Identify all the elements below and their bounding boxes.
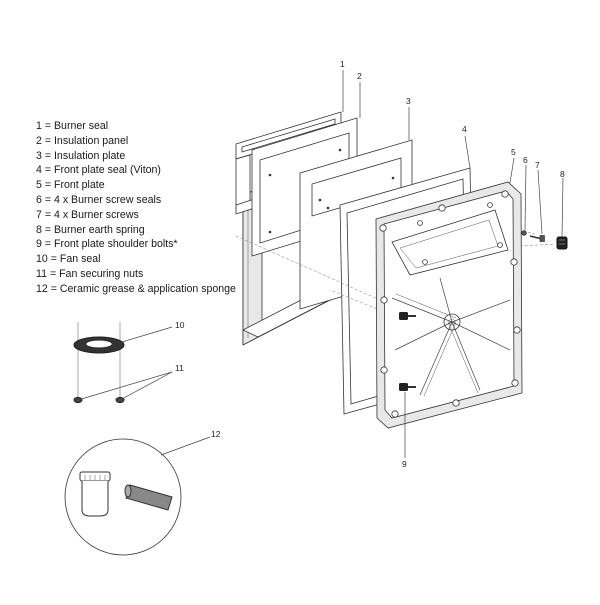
- legend-num: 7: [36, 208, 42, 221]
- legend-item: 12 = Ceramic grease & application sponge: [36, 282, 251, 297]
- legend-num: 9: [36, 238, 42, 251]
- parts-legend: 1 = Burner seal 2 = Insulation panel 3 =…: [36, 119, 251, 297]
- legend-num: 1: [36, 120, 42, 132]
- legend-item: 9 = Front plate shoulder bolts*: [36, 237, 251, 252]
- legend-text: Front plate seal (Viton): [53, 164, 161, 177]
- callout-10: 10: [175, 320, 185, 330]
- legend-item: 11 = Fan securing nuts: [36, 267, 251, 282]
- legend-item: 10 = Fan seal: [36, 252, 251, 267]
- callout-4: 4: [462, 124, 467, 134]
- callout-9: 9: [402, 459, 407, 469]
- legend-text: Burner earth spring: [53, 223, 145, 236]
- legend-num: 3: [36, 149, 42, 162]
- legend-text: Fan securing nuts: [59, 267, 144, 280]
- legend-sep: =: [47, 282, 60, 295]
- callout-12: 12: [211, 429, 221, 439]
- legend-num: 10: [36, 253, 48, 266]
- legend-text: Insulation plate: [53, 149, 126, 162]
- callout-5: 5: [511, 147, 516, 157]
- legend-item: 5 = Front plate: [36, 178, 251, 193]
- legend-sep: =: [47, 253, 60, 266]
- part-12-ceramic-grease-sponge: [64, 438, 182, 556]
- part-10-fan-seal: [73, 322, 125, 398]
- leader-lines: [77, 70, 564, 458]
- part-9-shoulder-bolts: [399, 312, 416, 391]
- legend-text: Fan seal: [59, 253, 101, 266]
- legend-num: 11: [36, 267, 47, 280]
- legend-item: 6 = 4 x Burner screw seals: [36, 193, 251, 208]
- callout-8: 8: [560, 169, 565, 179]
- legend-text: 4 x Burner screw seals: [53, 193, 162, 206]
- legend-text: Insulation panel: [53, 134, 129, 147]
- legend-text: Front plate shoulder bolts*: [53, 238, 178, 251]
- legend-sep: =: [41, 193, 54, 206]
- legend-text: Burner seal: [53, 120, 109, 132]
- callout-1: 1: [340, 59, 345, 69]
- part-11-fan-securing-nuts: [73, 396, 125, 404]
- legend-sep: =: [41, 149, 54, 162]
- legend-item: 2 = Insulation panel: [36, 134, 251, 149]
- legend-text: Ceramic grease & application sponge: [59, 282, 236, 295]
- legend-num: 2: [36, 134, 42, 147]
- callout-6: 6: [523, 155, 528, 165]
- legend-sep: =: [41, 223, 54, 236]
- legend-item: 1 = Burner seal: [36, 119, 251, 134]
- part-5-front-plate: [375, 181, 523, 429]
- callout-2: 2: [357, 71, 362, 81]
- legend-sep: =: [41, 120, 54, 132]
- legend-sep: =: [41, 134, 54, 147]
- legend-num: 5: [36, 179, 42, 192]
- legend-item: 4 = Front plate seal (Viton): [36, 163, 251, 178]
- callout-3: 3: [406, 96, 411, 106]
- legend-item: 3 = Insulation plate: [36, 149, 251, 164]
- part-8-burner-earth-spring: [556, 236, 568, 250]
- legend-num: 8: [36, 223, 42, 236]
- part-6-burner-screw-seal: [521, 230, 527, 236]
- legend-sep: =: [41, 238, 54, 251]
- legend-text: 4 x Burner screws: [53, 208, 139, 221]
- callouts: 1 2 3 4 5 6 7 8 9 10 11 12: [175, 59, 565, 469]
- legend-text: Front plate: [53, 179, 105, 192]
- part-7-burner-screw: [529, 235, 545, 242]
- legend-item: 8 = Burner earth spring: [36, 223, 251, 238]
- legend-num: 4: [36, 164, 42, 177]
- legend-num: 6: [36, 193, 42, 206]
- legend-sep: =: [41, 179, 54, 192]
- legend-item: 7 = 4 x Burner screws: [36, 208, 251, 223]
- callout-7: 7: [535, 160, 540, 170]
- callout-11: 11: [175, 363, 184, 373]
- legend-sep: =: [47, 267, 60, 280]
- legend-sep: =: [41, 164, 54, 177]
- legend-sep: =: [41, 208, 54, 221]
- legend-num: 12: [36, 282, 48, 295]
